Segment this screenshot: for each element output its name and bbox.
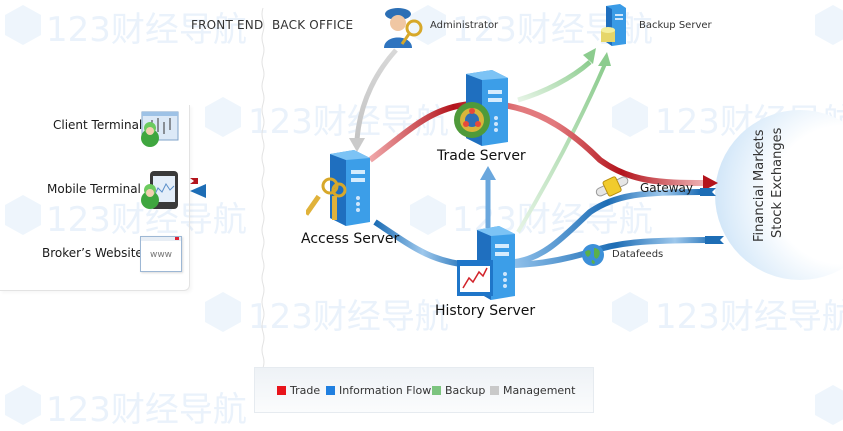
history-server-label: History Server	[435, 303, 536, 319]
back-office-header: BACK OFFICE	[272, 18, 354, 32]
info-arrowhead-left	[190, 184, 206, 198]
mobile-terminal-label: Mobile Terminal	[47, 182, 141, 196]
datafeeds-label: Datafeeds	[612, 249, 664, 260]
client-terminal-label: Client Terminal	[53, 118, 143, 132]
watermark-text: 123财经导航	[46, 10, 247, 50]
trade-server-icon	[454, 70, 508, 146]
history-server-icon	[457, 226, 515, 300]
legend-swatch-information-flow	[326, 386, 335, 395]
legend-item-trade: Trade	[277, 384, 320, 397]
access-server-icon	[306, 150, 370, 226]
gateway-icon	[595, 176, 629, 197]
backup-arrow-trade	[517, 60, 592, 103]
trade-arc	[368, 100, 706, 186]
legend-label: Information Flow	[339, 384, 432, 397]
backup-server-icon	[601, 4, 626, 46]
trade-arrowhead-right	[703, 175, 718, 191]
trade-tail-left	[190, 178, 198, 184]
legend-label: Management	[503, 384, 576, 397]
backup-server-label: Backup Server	[639, 20, 712, 31]
legend-swatch-management	[490, 386, 499, 395]
legend-label: Trade	[290, 384, 321, 397]
trade-server-label: Trade Server	[437, 148, 526, 164]
brokers-website-label: Broker’s Website	[42, 246, 143, 260]
financial-markets-node	[715, 110, 843, 280]
watermark-text: 123财经导航	[248, 297, 449, 337]
info-tail-datafeeds	[705, 236, 724, 244]
watermark-text: 123财经导航	[46, 390, 247, 430]
front-end-panel	[0, 105, 190, 291]
client-terminal-icon	[141, 111, 179, 147]
backup-arrowhead-history	[598, 52, 611, 66]
watermark-logo	[5, 195, 41, 235]
stock-exchanges-label: Stock Exchanges	[770, 127, 785, 238]
info-history-gateway	[514, 189, 701, 265]
administrator-icon	[384, 8, 423, 48]
datafeeds-globe-icon	[582, 244, 604, 266]
info-tail-gateway	[700, 188, 716, 196]
gateway-label: Gateway	[640, 181, 694, 195]
info-arrowhead-up	[480, 166, 496, 180]
legend-item-management: Management	[490, 384, 575, 397]
mobile-terminal-icon	[141, 171, 178, 209]
legend-item-backup: Backup	[432, 384, 485, 397]
access-server-label: Access Server	[301, 231, 400, 247]
website-icon-text: www	[149, 250, 173, 260]
watermark-logo	[410, 5, 446, 45]
watermark-text: 123财经导航	[655, 297, 843, 337]
backup-arrowhead-trade	[583, 48, 596, 64]
watermark-logo	[410, 195, 446, 235]
legend-swatch-trade	[277, 386, 286, 395]
legend-label: Backup	[445, 384, 486, 397]
legend: Trade Information Flow Backup Management	[254, 367, 594, 413]
front-end-header: FRONT END	[191, 18, 264, 32]
management-arrow	[354, 48, 398, 141]
backup-arrow-history	[516, 63, 607, 234]
administrator-label: Administrator	[430, 20, 499, 31]
website-icon: www	[140, 236, 182, 272]
watermark-logo	[5, 5, 41, 45]
legend-swatch-backup	[432, 386, 441, 395]
legend-item-information-flow: Information Flow	[326, 384, 431, 397]
management-arrowhead	[349, 138, 365, 152]
financial-markets-label: Financial Markets	[752, 129, 767, 242]
